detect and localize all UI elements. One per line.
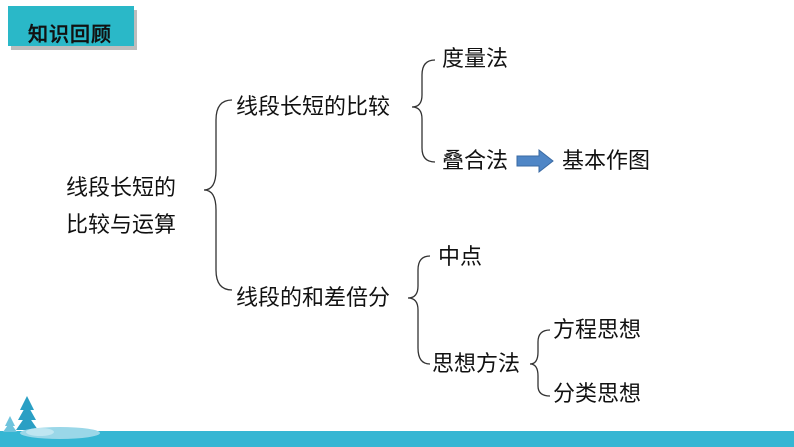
section-title-banner: 知识回顾 (8, 6, 134, 46)
method-child-1: 方程思想 (553, 318, 642, 343)
branch1-label: 线段长短的比较 (236, 95, 391, 120)
footer-decoration (0, 396, 794, 447)
root-line-2: 比较与运算 (66, 213, 177, 238)
small-tree-icon (3, 416, 17, 432)
island-icon (20, 427, 100, 439)
block-arrow (516, 148, 554, 174)
method-child-2: 分类思想 (553, 382, 642, 407)
methods-brace (529, 329, 551, 397)
root-node: 线段长短的 比较与运算 (66, 170, 176, 244)
root-brace (203, 99, 233, 291)
branch1-child-1: 度量法 (442, 47, 509, 72)
root-line-1: 线段长短的 (66, 176, 177, 201)
section-title: 知识回顾 (28, 22, 112, 46)
water-strip (0, 431, 794, 447)
branch1-brace (411, 59, 436, 163)
branch2-child-2: 思想方法 (432, 352, 521, 377)
branch2-brace (407, 255, 431, 365)
branch2-label: 线段的和差倍分 (236, 286, 391, 311)
branch2-child-1: 中点 (438, 245, 483, 270)
arrow-target-node: 基本作图 (562, 149, 651, 174)
branch1-child-2: 叠合法 (442, 149, 509, 174)
